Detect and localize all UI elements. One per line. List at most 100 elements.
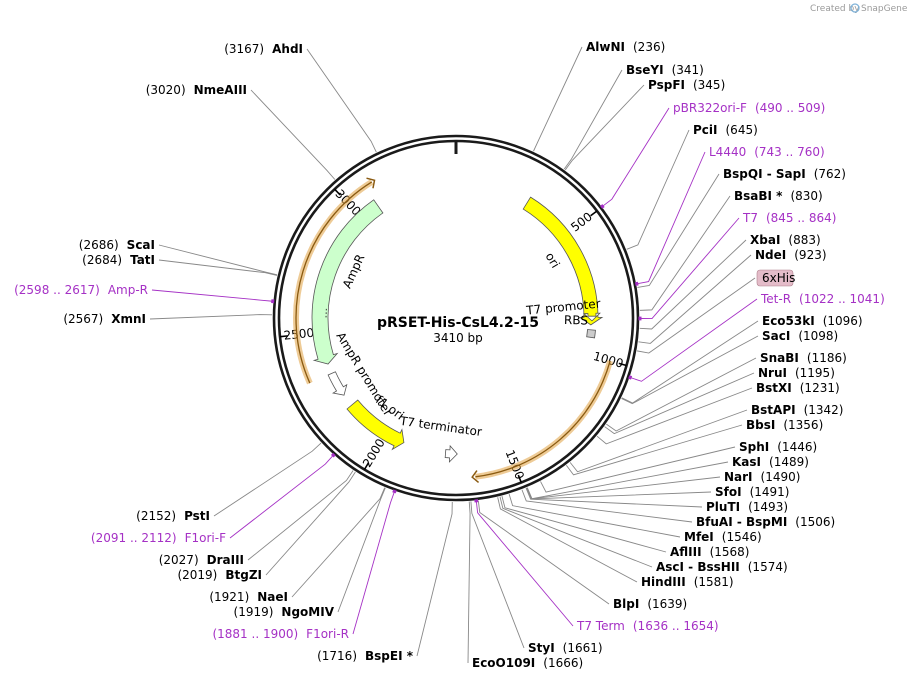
site-name-t7: T7 — [742, 211, 758, 225]
site-name-eco53ki: Eco53kI — [762, 314, 815, 328]
site-6xhis[interactable]: 6xHis — [756, 269, 795, 287]
site-pbr322ori-f[interactable]: pBR322ori-F(490 .. 509) — [673, 101, 825, 115]
site-pos-bseyi: (341) — [672, 63, 704, 77]
site-leader-lines — [149, 46, 759, 664]
site-name-pspfi: PspFI — [648, 78, 685, 92]
tick-label-2000: 2000 — [360, 436, 388, 469]
site-snabi[interactable]: SnaBI(1186) — [760, 351, 847, 365]
site-ngomiv[interactable]: (1919)NgoMIV — [234, 605, 335, 619]
leader-eco53ki — [621, 320, 759, 404]
tick-2000 — [363, 462, 370, 470]
site-l4440[interactable]: L4440(743 .. 760) — [709, 145, 825, 159]
leader-bsabi — [639, 195, 731, 311]
site-pos-bstxi: (1231) — [800, 381, 840, 395]
site-ahdi[interactable]: (3167)AhdI — [224, 42, 303, 56]
site-sphi[interactable]: SphI(1446) — [739, 440, 817, 454]
leader-tati — [158, 259, 278, 276]
feature-t7-promoter — [582, 312, 601, 322]
site-name-xmni: XmnI — [111, 312, 146, 326]
site-text-t7-term: T7 Term(1636 .. 1654) — [576, 619, 719, 633]
site-bstxi[interactable]: BstXI(1231) — [756, 381, 840, 395]
site-scai[interactable]: (2686)ScaI — [79, 238, 155, 252]
site-blpi[interactable]: BlpI(1639) — [613, 597, 687, 611]
site-saci[interactable]: SacI(1098) — [762, 329, 838, 343]
leader-f1ori-r — [352, 491, 395, 635]
site-bspqi[interactable]: BspQI - SapI(762) — [723, 167, 846, 181]
site-eco53ki[interactable]: Eco53kI (1096) — [762, 314, 863, 328]
site-alwni[interactable]: AlwNI(236) — [586, 40, 665, 54]
site-pos-pluti: (1493) — [748, 500, 788, 514]
site-mfei[interactable]: MfeI(1546) — [684, 530, 762, 544]
site-pos-eco53ki: (1096) — [823, 314, 863, 328]
site-nmeaiii[interactable]: (3020)NmeAIII — [146, 83, 247, 97]
site-bspei[interactable]: (1716)BspEI * — [317, 649, 414, 663]
leader-bspei — [416, 501, 453, 657]
site-afliii[interactable]: AflIII(1568) — [670, 545, 749, 559]
site-eco0109i[interactable]: EcoO109I(1666) — [472, 656, 583, 670]
tag-label-6xhis: 6xHis — [762, 271, 795, 285]
feature-ampr-shape — [311, 199, 384, 365]
site-tet-r[interactable]: Tet-R(1022 .. 1041) — [760, 292, 885, 306]
site-name-hindiii: HindIII — [641, 575, 686, 589]
site-styi[interactable]: StyI(1661) — [528, 641, 603, 655]
site-btgzi[interactable]: (2019)BtgZI — [177, 568, 262, 582]
site-asci[interactable]: AscI - BssHII(1574) — [656, 560, 788, 574]
site-xmni[interactable]: (2567)XmnI — [63, 312, 146, 326]
site-name-pluti: PluTI — [706, 500, 740, 514]
site-bstapi[interactable]: BstAPI(1342) — [751, 403, 843, 417]
site-text-naei: (1921)NaeI — [209, 590, 288, 604]
leader-draiii — [247, 470, 354, 561]
plasmid-size: 3410 bp — [433, 331, 483, 345]
site-xbai[interactable]: XbaI(883) — [750, 233, 821, 247]
site-text-t7: T7(845 .. 864) — [742, 211, 836, 225]
site-pcii[interactable]: PciI(645) — [693, 123, 758, 137]
site-nrui[interactable]: NruI(1195) — [758, 366, 835, 380]
site-tati[interactable]: (2684)TatI — [82, 253, 155, 267]
site-f1ori-r[interactable]: (1881 .. 1900)F1ori-R — [212, 627, 349, 641]
site-name-btgzi: BtgZI — [225, 568, 262, 582]
site-text-l4440: L4440(743 .. 760) — [709, 145, 825, 159]
site-text-saci: SacI(1098) — [762, 329, 838, 343]
site-bfuai[interactable]: BfuAI - BspMI(1506) — [696, 515, 835, 529]
site-pos-asci: (1574) — [748, 560, 788, 574]
site-pspfi[interactable]: PspFI(345) — [648, 78, 725, 92]
site-sfoi[interactable]: SfoI(1491) — [715, 485, 789, 499]
site-name-ahdi: AhdI — [272, 42, 303, 56]
site-pos-bstapi: (1342) — [804, 403, 844, 417]
site-ndei[interactable]: NdeI(923) — [755, 248, 827, 262]
leader-pbr322ori-f — [602, 107, 670, 207]
site-hindiii[interactable]: HindIII(1581) — [641, 575, 734, 589]
site-kasi[interactable]: KasI(1489) — [732, 455, 809, 469]
primer-mark-f1ori-f — [330, 452, 336, 458]
site-pluti[interactable]: PluTI (1493) — [706, 500, 788, 514]
feature-label-ori: ori — [543, 250, 563, 271]
site-nari[interactable]: NarI(1490) — [724, 470, 800, 484]
site-text-ngomiv: (1919)NgoMIV — [234, 605, 335, 619]
site-bsabi[interactable]: BsaBI *(830) — [734, 189, 823, 203]
site-pos-snabi: (1186) — [807, 351, 847, 365]
site-t7[interactable]: T7(845 .. 864) — [742, 211, 836, 225]
site-draiii[interactable]: (2027)DraIII — [159, 553, 244, 567]
site-text-styi: StyI(1661) — [528, 641, 603, 655]
feature-f1ori-shape — [346, 399, 405, 451]
site-pos-tet-r: (1022 .. 1041) — [799, 292, 885, 306]
site-name-naei: NaeI — [257, 590, 288, 604]
site-psti[interactable]: (2152)PstI — [136, 509, 210, 523]
site-pos-xbai: (883) — [788, 233, 820, 247]
leader-eco0109i — [467, 501, 471, 664]
site-pos-pbr322ori-f: (490 .. 509) — [755, 101, 825, 115]
leader-tet-r — [629, 298, 758, 382]
site-name-bseyi: BseYI — [626, 63, 664, 77]
site-amp-r[interactable]: (2598 .. 2617)Amp-R — [14, 283, 148, 297]
site-bbsi[interactable]: BbsI(1356) — [746, 418, 823, 432]
feature-ampr-promoter — [327, 371, 348, 396]
site-pos-ndei: (923) — [794, 248, 826, 262]
site-bseyi[interactable]: BseYI (341) — [626, 63, 704, 77]
leader-bspqi — [637, 173, 720, 288]
site-t7-term[interactable]: T7 Term(1636 .. 1654) — [576, 619, 719, 633]
primer-mark-tet-r — [628, 375, 633, 380]
site-f1ori-f[interactable]: (2091 .. 2112)F1ori-F — [91, 531, 226, 545]
site-text-pcii: PciI(645) — [693, 123, 758, 137]
site-naei[interactable]: (1921)NaeI — [209, 590, 288, 604]
